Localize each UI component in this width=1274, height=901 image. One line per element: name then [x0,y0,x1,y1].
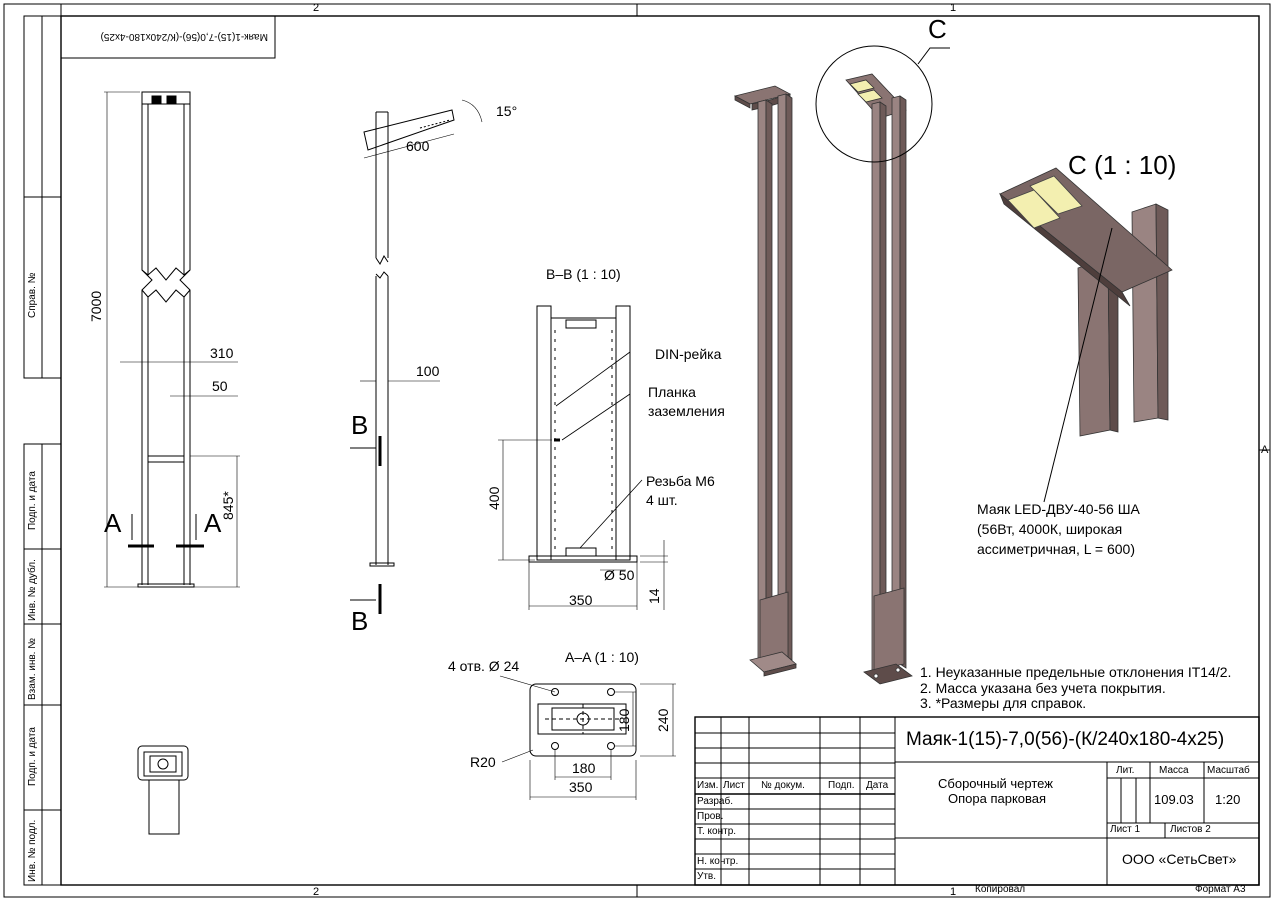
tb-col-date: Дата [866,780,889,791]
tb-tkontr: Т. контр. [697,826,737,837]
section-bb [498,305,668,610]
tb-company: ООО «СетьСвет» [1122,851,1237,867]
dim-angle-15: 15° [496,103,518,119]
section-aa [499,675,676,800]
zone-bottom-1: 1 [950,886,957,898]
section-b-top: B [351,410,369,440]
rotated-designation-box [60,15,276,59]
label-holes: 4 отв. Ø 24 [448,658,520,674]
stamp-podp-data-2: Подп. и дата [27,727,38,786]
top-view-small [137,745,189,835]
detail-c-view [999,167,1173,503]
detail-c-title: C (1 : 10) [1068,150,1177,180]
zone-top-1: 1 [950,2,957,14]
stamp-podp-data-1: Подп. и дата [27,471,38,530]
section-a-left: A [104,508,122,538]
dim-door-845: 845* [220,491,236,520]
dim-350-bb: 350 [569,592,593,608]
lamp-label-1: Маяк LED-ДВУ-40-56 ША [977,501,1140,517]
section-a-right: A [204,508,222,538]
section-aa-title: A–A (1 : 10) [565,649,639,665]
dim-depth-100: 100 [416,363,440,379]
dim-240: 240 [655,708,671,732]
dim-gap-50: 50 [212,378,228,394]
title-designation: Маяк-1(15)-7,0(56)-(К/240х180-4х25) [906,729,1225,750]
lamp-label-2: (56Вт, 4000К, широкая [977,521,1123,537]
dim-arm-600: 600 [406,138,430,154]
title-block [694,716,1260,886]
label-thread-2: 4 шт. [646,492,678,508]
dim-d50: Ø 50 [604,567,635,583]
tb-lit: Лит. [1116,765,1135,776]
dim-400: 400 [486,486,502,510]
dim-350-aa: 350 [569,779,593,795]
tb-col-list: Лист [723,780,745,791]
tb-scale: 1:20 [1215,792,1241,807]
stamp-sprav-no: Справ. № [27,272,38,318]
tb-sheets: Листов 2 [1170,824,1211,835]
zone-bottom-2: 2 [313,886,320,898]
section-b-bottom: B [351,606,369,636]
detail-c-circle [815,45,933,163]
title-name: Опора парковая [948,791,1047,806]
dim-180-h: 180 [572,760,596,776]
side-stamp-frame [23,15,62,886]
detail-c-leader [917,47,950,65]
label-ground-bar-1: Планка [648,384,696,400]
tb-col-doc: № докум. [761,780,805,791]
note-1: 1. Неуказанные предельные отклонения IT1… [920,664,1232,680]
tb-prov: Пров. [697,811,724,822]
stamp-inv-dubl: Инв. № дубл. [27,559,38,621]
callout-c: C [928,14,947,44]
dim-180-v: 180 [616,708,632,732]
label-r20: R20 [470,754,496,770]
format-label: Формат А3 [1195,884,1246,895]
lamp-label-3: ассиметричная, L = 600) [977,541,1135,557]
label-thread-1: Резьба M6 [646,473,715,489]
tb-sheet: Лист 1 [1110,824,1141,835]
front-view [104,91,240,588]
section-bb-title: B–B (1 : 10) [546,266,621,282]
zone-top-2: 2 [313,2,320,14]
tb-razrab: Разраб. [697,796,734,807]
title-doc-type: Сборочный чертеж [938,776,1053,791]
side-view [350,99,483,614]
tb-scale-label: Масштаб [1207,765,1250,776]
tb-utv: Утв. [697,871,717,882]
iso-view-pole-right [845,73,913,685]
note-2: 2. Масса указана без учета покрытия. [920,680,1166,696]
rotated-designation: Маяк-1(15)-7,0(56)-(К/240х180-4х25) [100,31,268,42]
note-3: 3. *Размеры для справок. [920,695,1087,711]
label-ground-bar-2: заземления [648,403,725,419]
tb-mass: 109.03 [1154,792,1194,807]
stamp-vzam-inv: Взам. инв. № [27,638,38,700]
label-din-rail: DIN-рейка [655,346,722,362]
tb-mass-label: Масса [1159,765,1189,776]
sheet-frame [3,3,1271,898]
stamp-inv-podl: Инв. № подл. [27,819,38,882]
tb-col-podp: Подп. [828,780,855,791]
dim-height-7000: 7000 [88,290,104,322]
dim-width-310: 310 [210,345,234,361]
iso-view-pole-left [733,85,797,677]
zone-right-a: A [1261,444,1269,456]
dim-14: 14 [646,588,662,604]
copied-by: Копировал [975,884,1026,895]
tb-nkontr: Н. контр. [697,856,739,867]
tb-col-izm: Изм. [697,780,719,791]
